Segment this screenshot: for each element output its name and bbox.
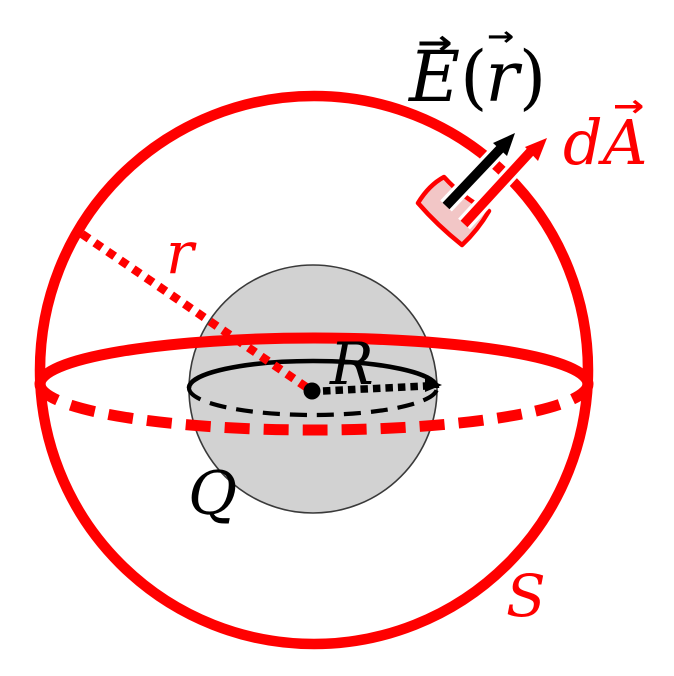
- center-point-dot: [303, 382, 321, 400]
- e-field-arrow-shaft: [442, 145, 504, 210]
- enclosed-charge-label: Q: [188, 459, 238, 529]
- differential-d: d: [563, 106, 603, 179]
- r-argument: r→: [485, 22, 519, 118]
- a-symbol: A→: [602, 89, 648, 179]
- surface-element-patch: [415, 174, 492, 248]
- e-field-arrowhead: [493, 133, 515, 156]
- sphere-equator-front-arc: [186, 358, 440, 389]
- close-paren: ): [518, 36, 546, 118]
- e-symbol: E→: [409, 23, 461, 118]
- gaussian-equator-front-arc: [34, 332, 594, 385]
- vector-arrow-icon: →: [417, 23, 453, 63]
- area-vector-arrow-shaft: [460, 146, 536, 228]
- gaussian-surface-label: S: [506, 562, 546, 630]
- gaussian-equator-back-arc: [34, 383, 594, 436]
- gaussian-surface-circle: [34, 90, 594, 650]
- sphere-radius-label: R: [330, 330, 374, 398]
- area-vector-arrowhead: [525, 138, 547, 161]
- vector-arrow-icon: →: [612, 89, 645, 124]
- radius-R-dotted-line: [322, 382, 427, 395]
- e-field-label: E→(r→): [409, 22, 546, 118]
- radius-R-arrowhead: [425, 378, 442, 392]
- area-element-label: dA→: [563, 89, 648, 179]
- vector-arrow-icon: →: [487, 22, 515, 52]
- open-paren: (: [460, 36, 487, 118]
- gaussian-radius-label: r: [166, 219, 194, 287]
